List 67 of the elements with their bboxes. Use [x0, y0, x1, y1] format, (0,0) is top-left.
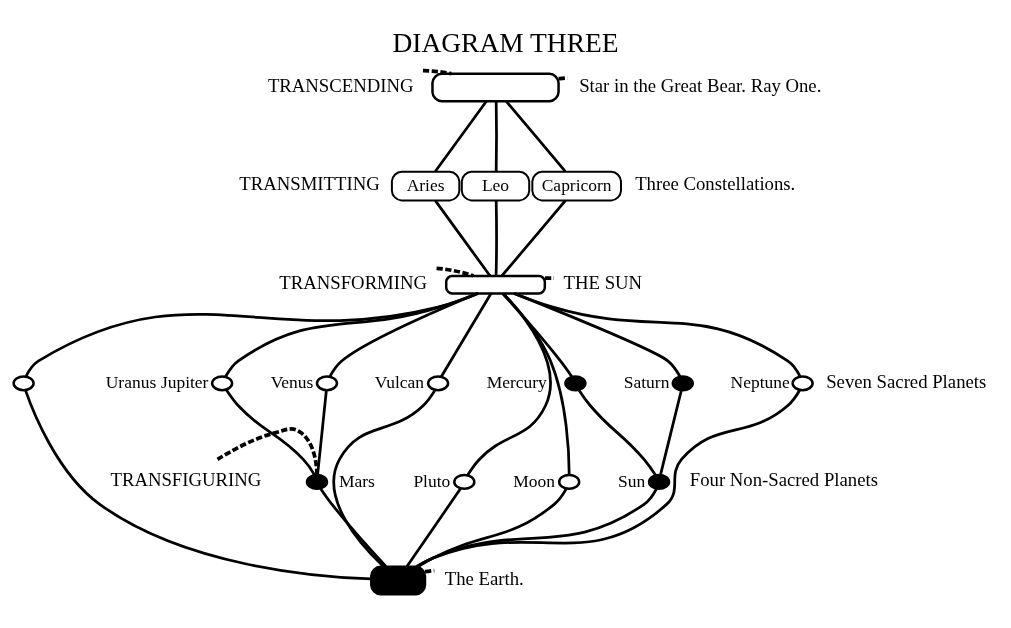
node-label: Saturn — [623, 371, 670, 392]
node-label: Uranus — [105, 371, 157, 392]
node-text: TRANSCENDING — [267, 74, 414, 96]
connector — [24, 292, 479, 378]
node-circle — [315, 375, 339, 392]
connector — [415, 389, 801, 568]
connector — [434, 199, 492, 277]
label: Seven Sacred Planets — [826, 370, 987, 392]
node-circle — [426, 375, 450, 392]
connector — [434, 100, 488, 173]
node-circle — [12, 375, 35, 392]
node-circle — [564, 375, 587, 392]
node-box: Capricorn — [531, 170, 622, 202]
label: Three Constellations. — [635, 173, 796, 195]
node-label: Jupiter — [160, 371, 209, 392]
connector — [505, 100, 567, 173]
node-circle — [791, 375, 814, 392]
node-circle — [671, 375, 694, 392]
label: Four Non-Sacred Planets — [689, 469, 878, 491]
node-label: Mercury — [486, 371, 547, 392]
connector — [328, 292, 478, 378]
node-label: Neptune — [730, 371, 790, 392]
connector — [436, 266, 474, 278]
connector — [415, 488, 658, 568]
connector — [332, 389, 437, 568]
node-circle — [453, 473, 476, 491]
connector — [417, 487, 568, 568]
connector — [494, 200, 498, 276]
connector — [405, 487, 462, 568]
connector — [502, 292, 571, 475]
label: TRANSMITTING — [239, 173, 380, 195]
connector — [659, 389, 683, 476]
node-label: Sun — [618, 470, 646, 491]
connector — [577, 389, 657, 476]
connector — [225, 388, 316, 476]
node-box — [444, 274, 547, 295]
node-box — [370, 565, 427, 596]
connector — [224, 292, 479, 378]
node-circle — [210, 375, 234, 392]
connector — [558, 76, 568, 81]
node-text: Star in the Great Bear. Ray One. — [579, 74, 822, 96]
connector — [422, 68, 452, 76]
connector — [24, 389, 372, 581]
connector — [319, 487, 387, 568]
node-label: Vulcan — [374, 371, 425, 392]
node-box — [431, 72, 560, 103]
connector — [440, 292, 493, 378]
node-box: Aries — [390, 170, 461, 202]
connector — [494, 101, 498, 172]
node-text: TRANSFORMING — [279, 272, 428, 294]
node-text: THE SUN — [563, 272, 643, 294]
node-label: Mars — [338, 470, 375, 491]
connector — [514, 292, 682, 378]
connector — [501, 292, 573, 378]
node-label: Pluto — [413, 470, 451, 491]
node-text: TRANSFIGURING — [110, 469, 262, 491]
node-circle — [557, 473, 581, 491]
node-circle — [305, 473, 329, 491]
connector — [513, 292, 802, 377]
node-box: Leo — [460, 170, 531, 202]
node-label: Moon — [513, 470, 556, 491]
connector — [216, 427, 319, 475]
node-label: Venus — [270, 371, 314, 392]
node-text: The Earth. — [444, 567, 524, 589]
diagram-title: DIAGRAM THREE — [392, 27, 619, 58]
node-circle — [647, 473, 671, 491]
connector — [500, 199, 567, 277]
